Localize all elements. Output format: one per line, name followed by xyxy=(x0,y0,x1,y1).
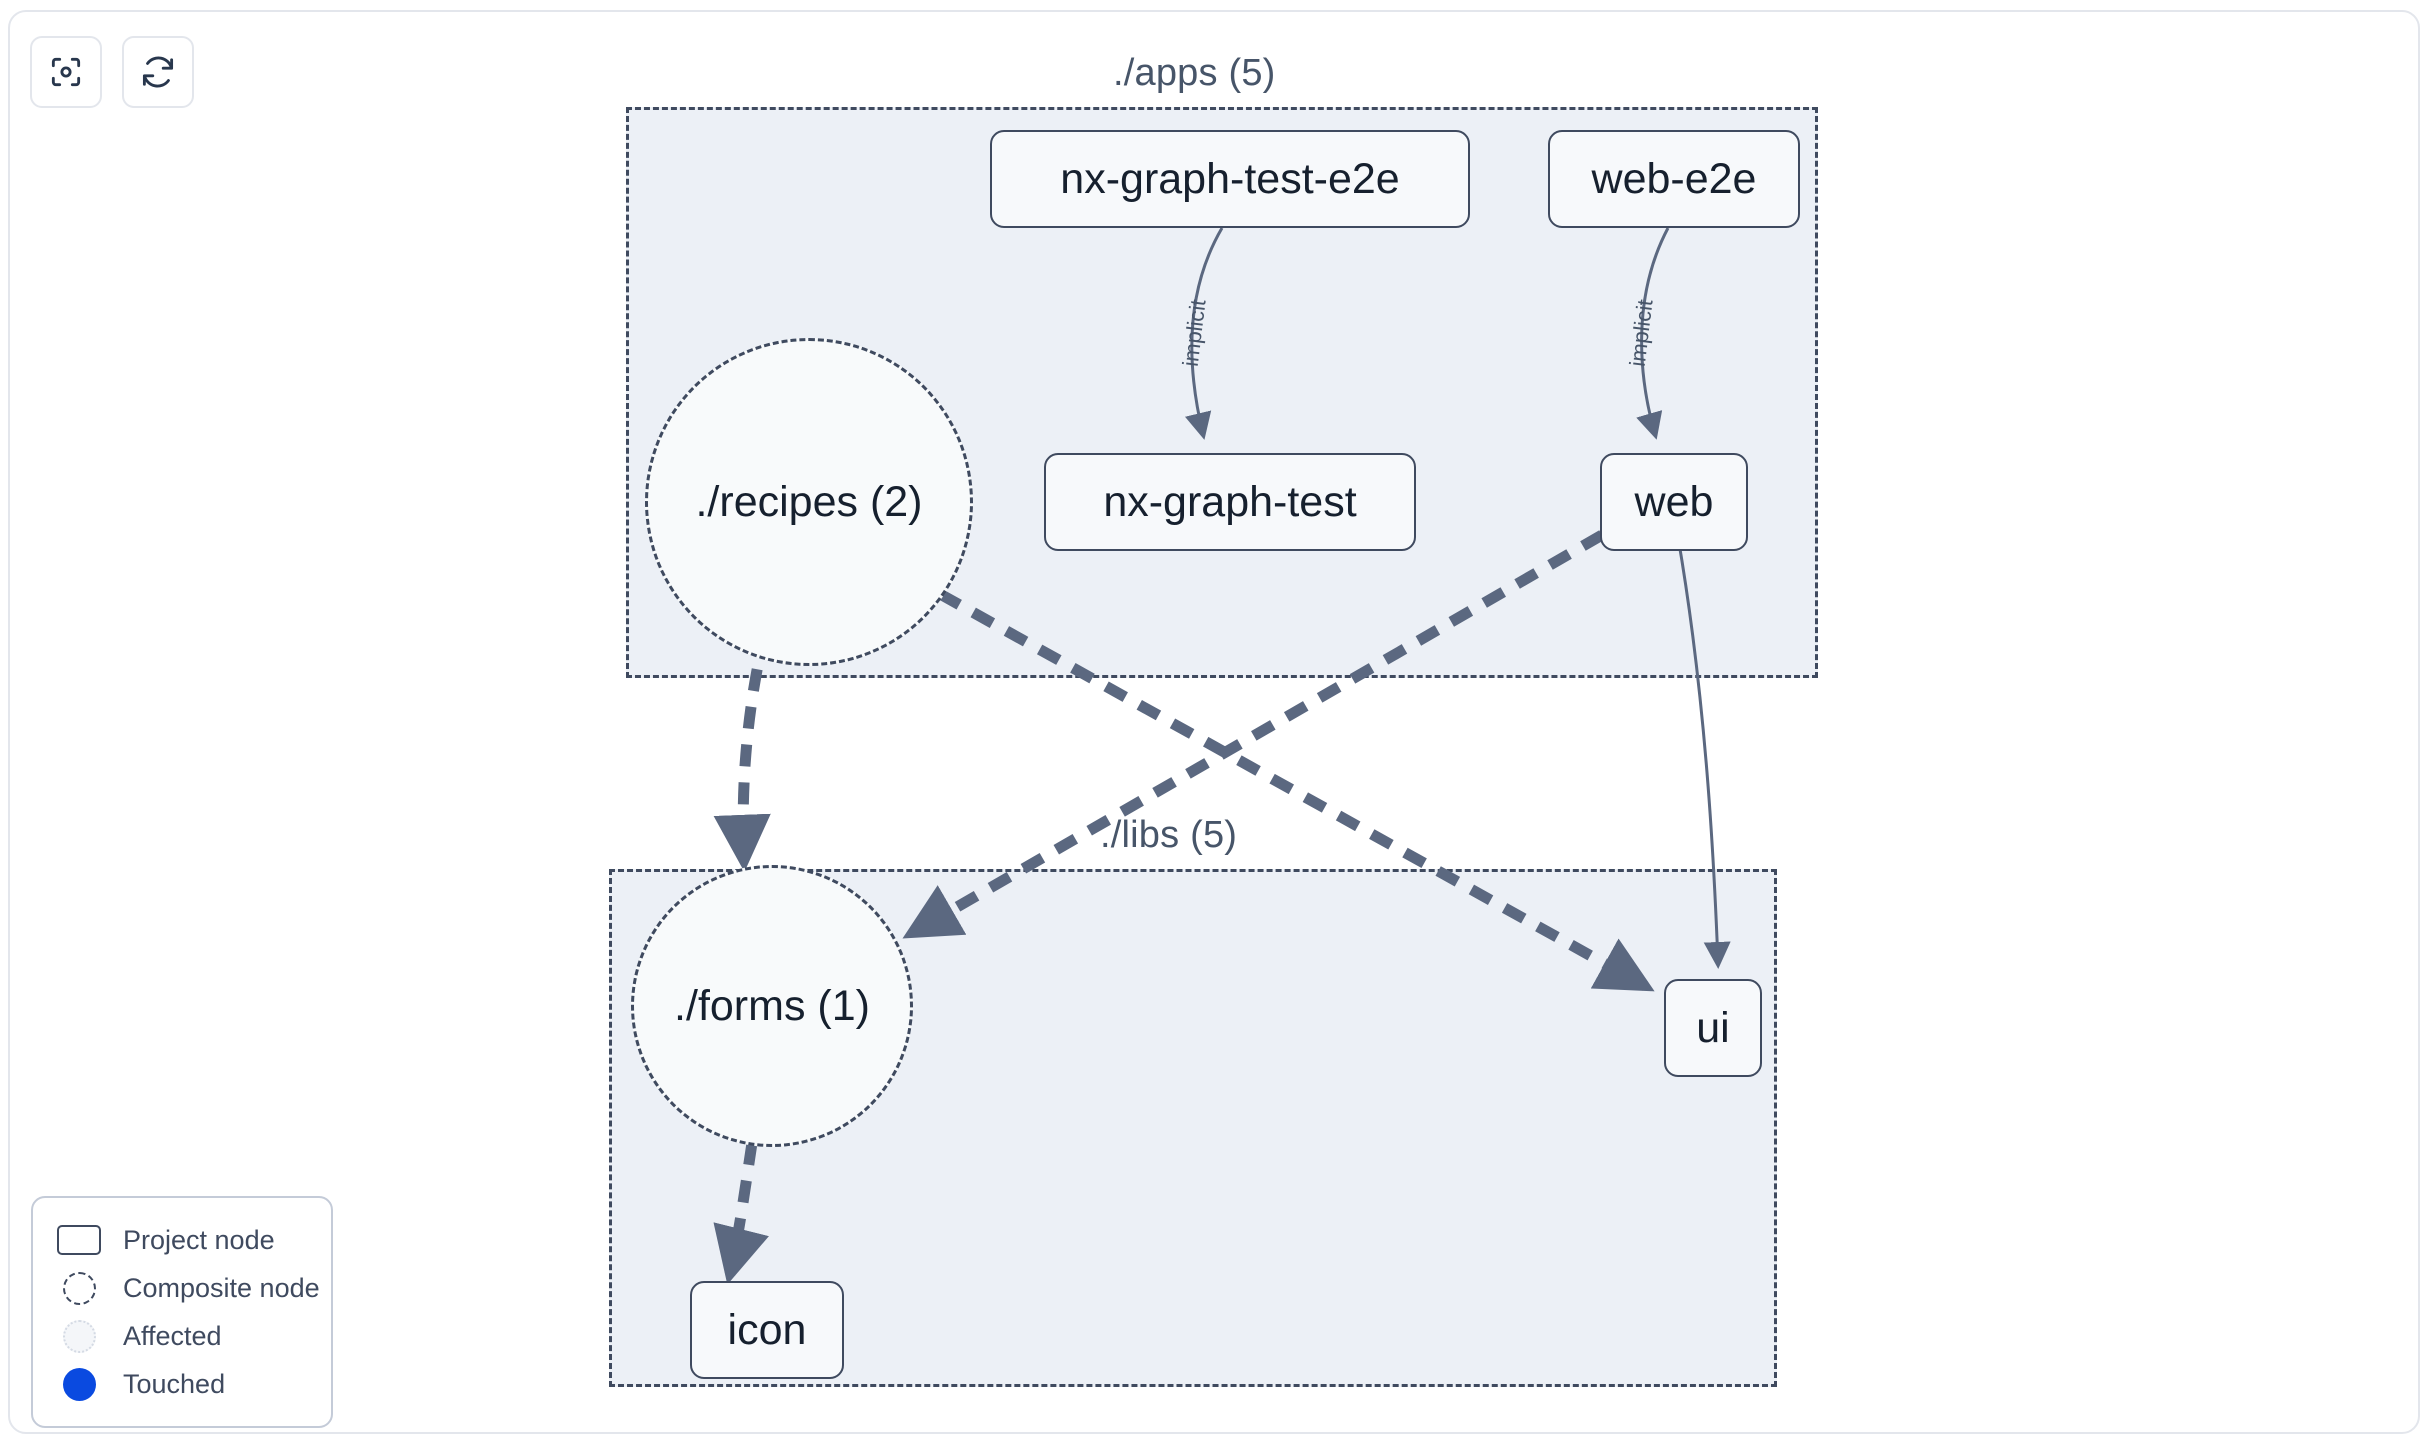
node-label: ./recipes (2) xyxy=(695,477,923,526)
group-label-apps: ./apps (5) xyxy=(1113,52,1276,94)
node-nx-graph-test-e2e[interactable]: nx-graph-test-e2e xyxy=(990,130,1470,228)
node-label: ./forms (1) xyxy=(674,981,870,1030)
project-node-swatch-icon xyxy=(55,1225,103,1255)
focus-graph-button[interactable] xyxy=(30,36,102,108)
node-label: web xyxy=(1634,477,1714,526)
composite-node-swatch-icon xyxy=(55,1271,103,1305)
node-icon[interactable]: icon xyxy=(690,1281,844,1379)
legend-item-touched: Touched xyxy=(55,1360,309,1408)
node-label: icon xyxy=(727,1305,807,1354)
legend-label: Affected xyxy=(123,1320,222,1351)
refresh-graph-button[interactable] xyxy=(122,36,194,108)
node-recipes[interactable]: ./recipes (2) xyxy=(645,338,973,666)
legend-item-affected: Affected xyxy=(55,1312,309,1360)
node-ui[interactable]: ui xyxy=(1664,979,1762,1077)
node-web-e2e[interactable]: web-e2e xyxy=(1548,130,1800,228)
node-nx-graph-test[interactable]: nx-graph-test xyxy=(1044,453,1416,551)
affected-swatch-icon xyxy=(55,1319,103,1353)
legend-item-composite-node: Composite node xyxy=(55,1264,320,1312)
refresh-icon xyxy=(139,53,177,91)
node-web[interactable]: web xyxy=(1600,453,1748,551)
legend-item-project-node: Project node xyxy=(55,1216,309,1264)
node-label: ui xyxy=(1696,1003,1730,1052)
legend-label: Touched xyxy=(123,1368,226,1399)
graph-legend: Project node Composite node Affected Tou… xyxy=(31,1196,333,1428)
node-label: nx-graph-test-e2e xyxy=(1060,154,1400,203)
touched-swatch-icon xyxy=(55,1367,103,1401)
legend-label: Composite node xyxy=(123,1272,320,1303)
node-forms[interactable]: ./forms (1) xyxy=(631,865,913,1147)
graph-toolbar xyxy=(30,36,194,108)
focus-target-icon xyxy=(47,53,85,91)
node-label: web-e2e xyxy=(1591,154,1757,203)
node-label: nx-graph-test xyxy=(1103,477,1357,526)
legend-label: Project node xyxy=(123,1224,275,1255)
group-label-libs: ./libs (5) xyxy=(1100,814,1238,856)
